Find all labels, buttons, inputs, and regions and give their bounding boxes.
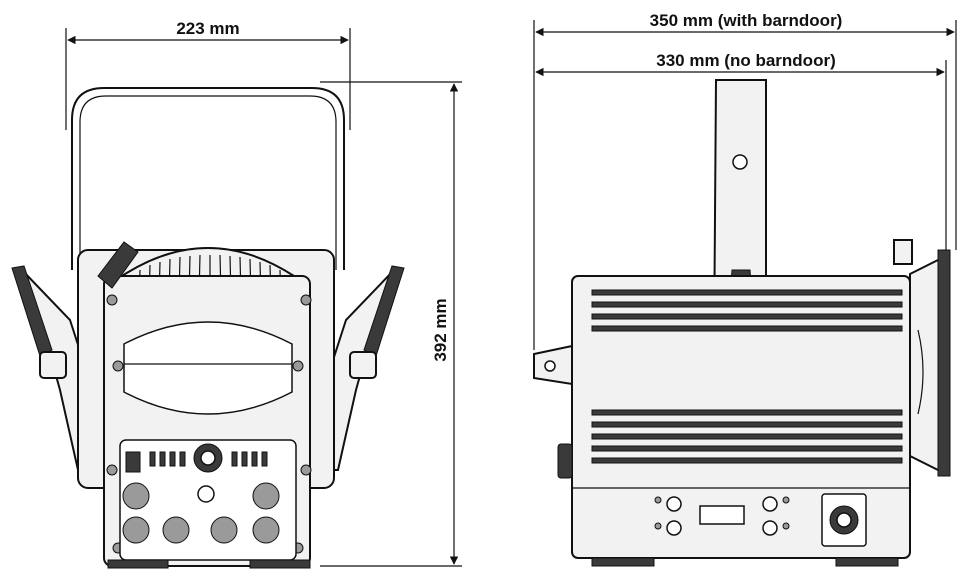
powercon-out-connector xyxy=(162,516,190,544)
ethercon-out-connector xyxy=(252,516,280,544)
dimension-lines xyxy=(65,20,957,567)
side-control-panel xyxy=(654,493,867,547)
xlr-in-connector xyxy=(122,482,150,510)
menu-button xyxy=(666,496,682,512)
side-width-with-barndoor-label: 350 mm (with barndoor) xyxy=(650,11,843,30)
ethercon-in-connector xyxy=(210,516,238,544)
display xyxy=(699,505,745,525)
height-label: 392 mm xyxy=(431,298,450,361)
down-button xyxy=(762,520,778,536)
side-width-no-barndoor-label: 330 mm (no barndoor) xyxy=(656,51,835,70)
side-view xyxy=(533,79,951,567)
enter-button xyxy=(666,520,682,536)
powercon-in-connector xyxy=(122,516,150,544)
xlr-out-connector xyxy=(252,482,280,510)
up-button xyxy=(762,496,778,512)
front-width-label: 223 mm xyxy=(176,19,239,38)
front-view xyxy=(11,87,405,569)
front-yoke xyxy=(71,87,345,270)
